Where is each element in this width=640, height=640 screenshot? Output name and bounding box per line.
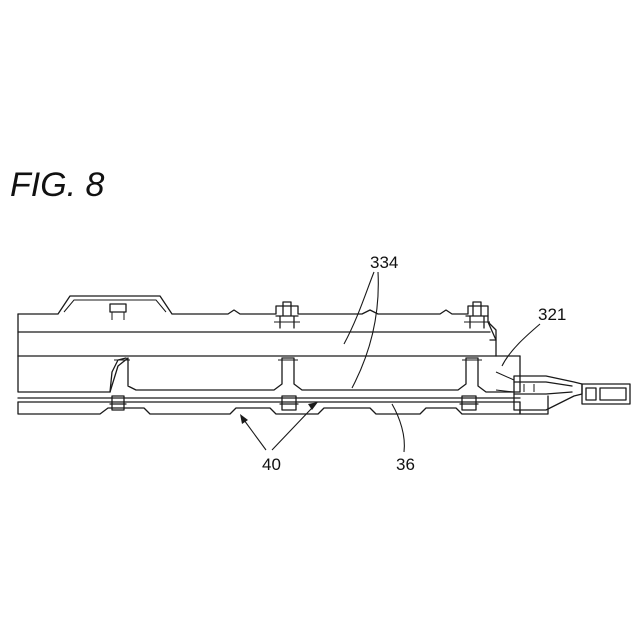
side-connector (496, 372, 630, 414)
label-36: 36 (396, 455, 415, 474)
arrowhead-right (308, 402, 318, 410)
figure-title: FIG. 8 (10, 166, 105, 204)
frame-member (18, 356, 520, 392)
upper-cover (18, 296, 496, 356)
lower-plate (18, 398, 520, 414)
label-40: 40 (262, 455, 281, 474)
label-334-group: 334 (344, 253, 398, 388)
label-321-group: 321 (502, 305, 566, 366)
label-334: 334 (370, 253, 398, 272)
label-40-group: 40 (240, 402, 318, 474)
label-321: 321 (538, 305, 566, 324)
arrowhead-left (240, 414, 248, 424)
